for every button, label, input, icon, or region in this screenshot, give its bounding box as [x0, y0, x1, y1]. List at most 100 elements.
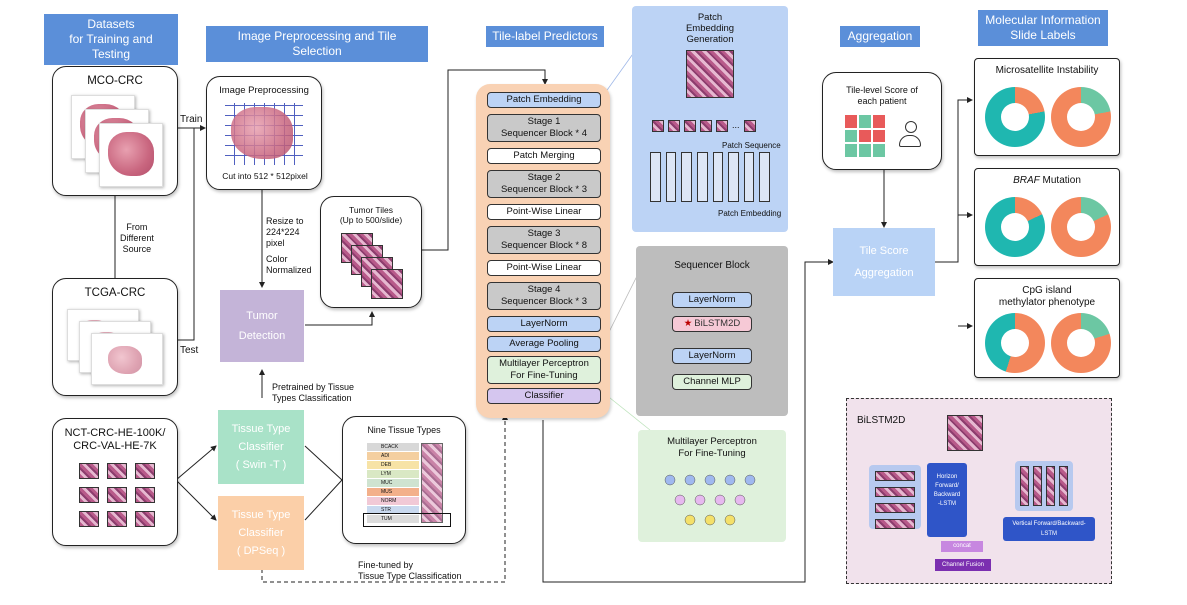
predictor-layer-2: Stage 1 Sequencer Block * 4: [487, 114, 601, 142]
cimp-label-card: CpG island methylator phenotype: [974, 278, 1120, 378]
tumor-tiles-label: Tumor Tiles (Up to 500/slide): [339, 205, 403, 225]
tile-score-card: Tile-level Score of each patient: [822, 72, 942, 170]
tcga-crc-label: TCGA-CRC: [84, 287, 146, 299]
horizontal-rows: [869, 465, 921, 529]
header-predictors: Tile-label Predictors: [486, 26, 604, 47]
patch-embedding-out-label: Patch Embedding: [718, 209, 782, 218]
concat-box: concat: [941, 541, 983, 552]
cimp-donut-left: [985, 313, 1045, 373]
predictor-layer-3: Patch Merging: [487, 148, 601, 164]
braf-title: BRAF: [1013, 175, 1040, 186]
patch-embedding-panel: Patch Embedding Generation ... Patch Seq…: [632, 6, 788, 232]
nct-crc-label: NCT-CRC-HE-100K/ CRC-VAL-HE-7K: [64, 427, 166, 452]
tumor-detection-box: Tumor Detection: [220, 290, 304, 362]
tile-score-label: Tile-level Score of each patient: [846, 85, 918, 106]
patient-icon: [899, 121, 925, 151]
tum-highlight: [363, 513, 451, 527]
predictor-layer-9: LayerNorm: [487, 316, 601, 332]
header-preprocessing: Image Preprocessing and Tile Selection: [206, 26, 428, 62]
patch-grid-image: [686, 50, 734, 98]
tumor-tiles-card: Tumor Tiles (Up to 500/slide): [320, 196, 422, 308]
msi-donut-right: [1051, 87, 1111, 147]
tissue-type-item: NORM: [367, 497, 419, 505]
tile-score-aggregation-box: Tile Score Aggregation: [833, 228, 935, 296]
predictor-layer-12: Classifier: [487, 388, 601, 404]
classifier-dpseq-box: Tissue Type Classifier ( DPSeq ): [218, 496, 304, 570]
tissue-type-list: BCACK ADI DEB LYM MUC MUS NORM STR TUM: [367, 443, 419, 524]
pretrained-label: Pretrained by Tissue Types Classificatio…: [272, 382, 355, 403]
predictor-layer-4: Stage 2 Sequencer Block * 3: [487, 170, 601, 198]
seq-layernorm-2: LayerNorm: [672, 348, 752, 364]
tissue-type-label: TUM: [381, 516, 392, 522]
cimp-donut-right: [1051, 313, 1111, 373]
from-source-label: From Different Source: [120, 222, 154, 254]
channel-fusion-box: Channel Fusion: [935, 559, 991, 571]
tissue-type-label: DEB: [381, 462, 392, 468]
test-label: Test: [180, 345, 199, 356]
braf-donut-left: [985, 197, 1045, 257]
tcga-slide-3: [91, 333, 163, 385]
resize-label: Resize to 224*224 pixel: [266, 216, 304, 248]
tissue-type-item: MUC: [367, 479, 419, 487]
braf-label-card: BRAF Mutation: [974, 168, 1120, 266]
color-normalized-label: Color Normalized: [266, 254, 312, 275]
tile-grid: [225, 103, 303, 165]
predictor-layer-10: Average Pooling: [487, 336, 601, 352]
cut-label: Cut into 512 * 512pixel: [222, 171, 308, 181]
seq-bilstm2d-label: BiLSTM2D: [694, 318, 741, 329]
header-aggregation: Aggregation: [840, 26, 920, 47]
cimp-title: CpG island methylator phenotype: [998, 285, 1096, 308]
mlp-panel: Multilayer Perceptron For Fine-Tuning: [638, 430, 786, 542]
header-datasets: Datasets for Training and Testing: [44, 14, 178, 65]
mlp-network: [664, 474, 756, 526]
braf-donut-right: [1051, 197, 1111, 257]
nct-crc-card: NCT-CRC-HE-100K/ CRC-VAL-HE-7K: [52, 418, 178, 546]
predictor-layer-7: Point-Wise Linear: [487, 260, 601, 276]
bilstm-input-image: [947, 415, 983, 451]
bilstm2d-title: BiLSTM2D: [857, 415, 906, 426]
msi-label-card: Microsatellite Instability: [974, 58, 1120, 156]
star-icon: ★: [683, 318, 693, 329]
predictor-layer-5: Point-Wise Linear: [487, 204, 601, 220]
tissue-type-label: MUC: [381, 480, 393, 486]
score-grid: [845, 115, 887, 157]
tissue-type-item: DEB: [367, 461, 419, 469]
embedding-columns: [650, 152, 770, 202]
seq-bilstm2d: ★BiLSTM2D: [672, 316, 752, 332]
braf-title-row: BRAF Mutation: [975, 175, 1119, 186]
tissue-type-item: BCACK: [367, 443, 419, 451]
tissue-type-label: MUS: [381, 489, 393, 495]
tissue-type-item: ADI: [367, 452, 419, 460]
tissue-type-item: TUM: [367, 515, 419, 523]
braf-suffix: Mutation: [1039, 175, 1081, 186]
mlp-title: Multilayer Perceptron For Fine-Tuning: [667, 436, 757, 459]
tissue-type-item: MUS: [367, 488, 419, 496]
patch-embedding-title: Patch Embedding Generation: [685, 12, 735, 45]
sequencer-block-title: Sequencer Block: [674, 260, 750, 271]
horizontal-lstm-box: Horizon Forward/ Backward -LSTM: [927, 463, 967, 537]
predictor-layer-11: Multilayer Perceptron For Fine-Tuning: [487, 356, 601, 384]
classifier-swin-box: Tissue Type Classifier ( Swin -T ): [218, 410, 304, 484]
mco-crc-label: MCO-CRC: [87, 75, 143, 87]
mco-crc-card: MCO-CRC: [52, 66, 178, 196]
tissue-type-item: LYM: [367, 470, 419, 478]
train-label: Train: [180, 114, 203, 125]
tissue-type-label: BCACK: [381, 444, 399, 450]
sequencer-block-panel: Sequencer Block LayerNorm ★BiLSTM2D Laye…: [636, 246, 788, 416]
mco-slide-3: [99, 123, 163, 187]
image-preprocessing-card: Image Preprocessing Cut into 512 * 512pi…: [206, 76, 322, 190]
tissue-type-label: NORM: [381, 498, 397, 504]
vertical-lstm-box: Vertical Forward/Backward- LSTM: [1003, 517, 1095, 541]
preprocessing-title: Image Preprocessing: [219, 85, 309, 96]
tissue-type-item: STR: [367, 506, 419, 514]
seq-channel-mlp: Channel MLP: [672, 374, 752, 390]
predictor-layer-6: Stage 3 Sequencer Block * 8: [487, 226, 601, 254]
tissue-type-label: ADI: [381, 453, 390, 459]
nine-tissue-title: Nine Tissue Types: [367, 425, 441, 435]
patch-sequence-row: ...: [652, 120, 772, 132]
tissue-strip: [421, 443, 443, 523]
patch-sequence-label: Patch Sequence: [722, 141, 781, 150]
predictor-layer-1: Patch Embedding: [487, 92, 601, 108]
vertical-columns: [1015, 461, 1073, 511]
